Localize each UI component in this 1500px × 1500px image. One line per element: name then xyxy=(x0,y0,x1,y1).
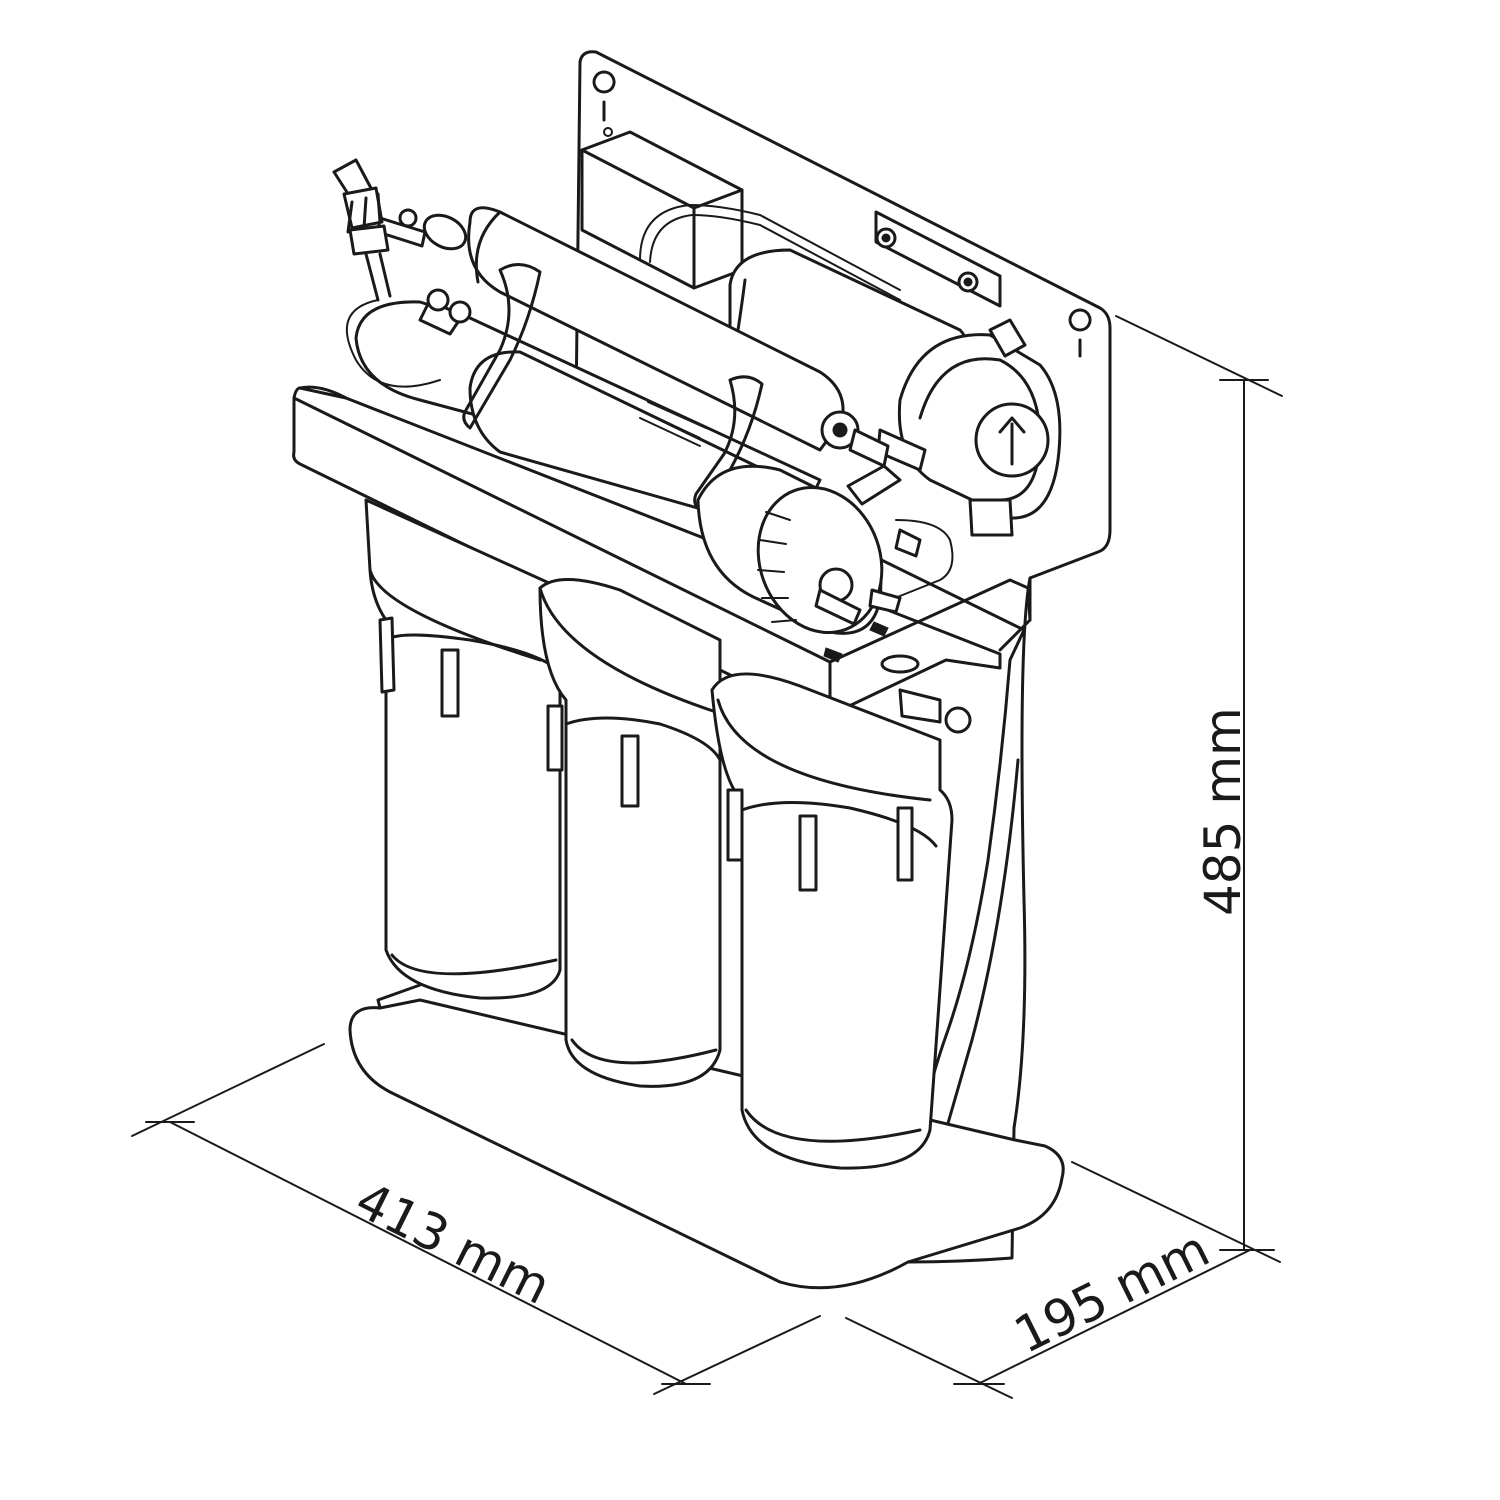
filter-housing-right xyxy=(710,672,972,1170)
front-tray xyxy=(292,385,1032,720)
tube-loop xyxy=(346,299,441,388)
front-end-cap xyxy=(696,464,954,635)
width-dimension-label: 413 mm xyxy=(347,1171,560,1316)
inlet-fitting xyxy=(332,158,392,302)
pump-head xyxy=(876,318,1062,537)
flow-arrow-icon xyxy=(998,416,1026,466)
filter-housing-left xyxy=(364,498,562,1000)
keyhole-left xyxy=(592,70,616,122)
depth-dimension-label: 195 mm xyxy=(1005,1220,1218,1365)
filter-housing-middle xyxy=(538,578,722,1088)
rear-bracket xyxy=(874,210,1002,308)
dimension-lines xyxy=(131,315,1283,1399)
base-plate xyxy=(348,983,1065,1290)
keyhole-right xyxy=(1068,308,1092,358)
height-dimension-label: 485 mm xyxy=(1194,707,1252,916)
